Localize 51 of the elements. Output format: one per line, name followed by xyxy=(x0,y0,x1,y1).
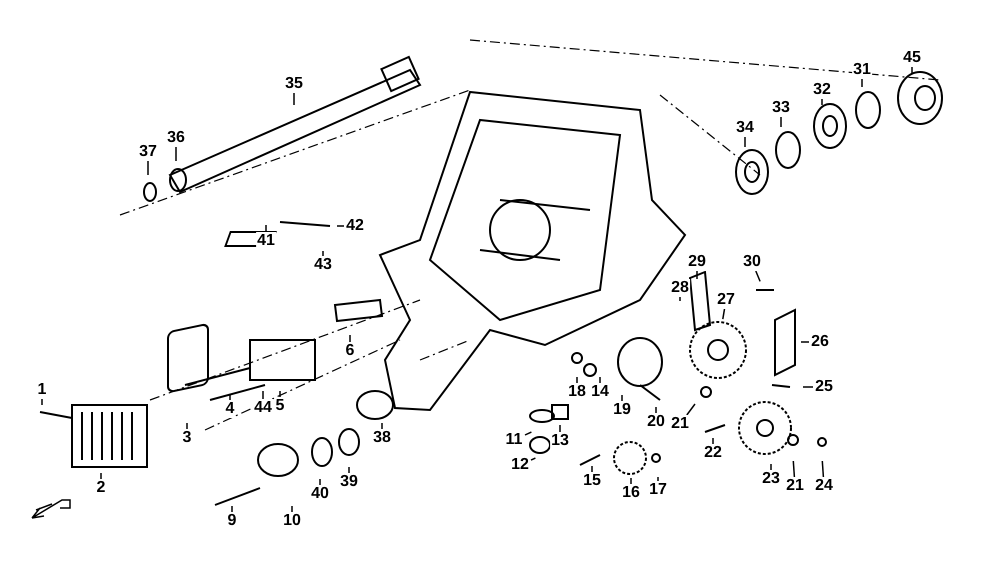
leader-line xyxy=(792,460,796,478)
leader-line xyxy=(591,466,593,472)
leader-line xyxy=(655,407,657,413)
leader-line xyxy=(712,438,714,444)
callout-number: 13 xyxy=(550,432,570,450)
leader-line xyxy=(349,335,351,342)
leader-line xyxy=(696,271,698,279)
leader-line xyxy=(231,506,233,512)
leader-line xyxy=(530,457,536,461)
leader-line xyxy=(262,391,264,399)
leader-line xyxy=(686,404,696,416)
leader-line xyxy=(337,225,344,227)
leader-line xyxy=(744,137,746,147)
leader-line xyxy=(861,79,863,87)
leader-line xyxy=(100,473,102,479)
leader-line xyxy=(322,251,324,256)
leader-line xyxy=(801,341,809,343)
leader-line xyxy=(175,147,177,161)
leader-line xyxy=(279,391,281,397)
leader-line xyxy=(293,93,295,105)
leader-line xyxy=(822,460,824,478)
leader-line xyxy=(722,308,726,320)
leader-line xyxy=(381,423,383,429)
leader-line xyxy=(621,395,623,401)
leader-line xyxy=(755,270,761,282)
leader-line xyxy=(780,117,782,127)
leader-line xyxy=(599,377,601,383)
leader-line xyxy=(803,386,813,388)
leader-line xyxy=(147,161,149,175)
leader-line xyxy=(524,431,532,436)
leader-line xyxy=(770,464,772,470)
leader-line xyxy=(911,67,913,73)
leader-line xyxy=(186,423,188,429)
leader-line xyxy=(559,425,561,432)
leader-line xyxy=(657,477,659,481)
callout-number: 4 xyxy=(224,400,236,418)
leader-line xyxy=(265,225,267,232)
leader-line xyxy=(576,377,578,383)
callout-number: 30 xyxy=(742,253,762,271)
callout-number: 29 xyxy=(687,253,707,271)
callout-number: 41 xyxy=(256,232,276,250)
leader-line xyxy=(679,297,681,301)
leader-line xyxy=(821,99,823,105)
leader-line xyxy=(630,478,632,484)
callout-number: 6 xyxy=(344,342,356,360)
leader-line xyxy=(348,467,350,473)
leader-line xyxy=(291,506,293,512)
callout-number: 27 xyxy=(716,291,736,309)
leader-line xyxy=(319,479,321,485)
leader-line xyxy=(41,399,43,405)
leader-line xyxy=(229,395,231,400)
